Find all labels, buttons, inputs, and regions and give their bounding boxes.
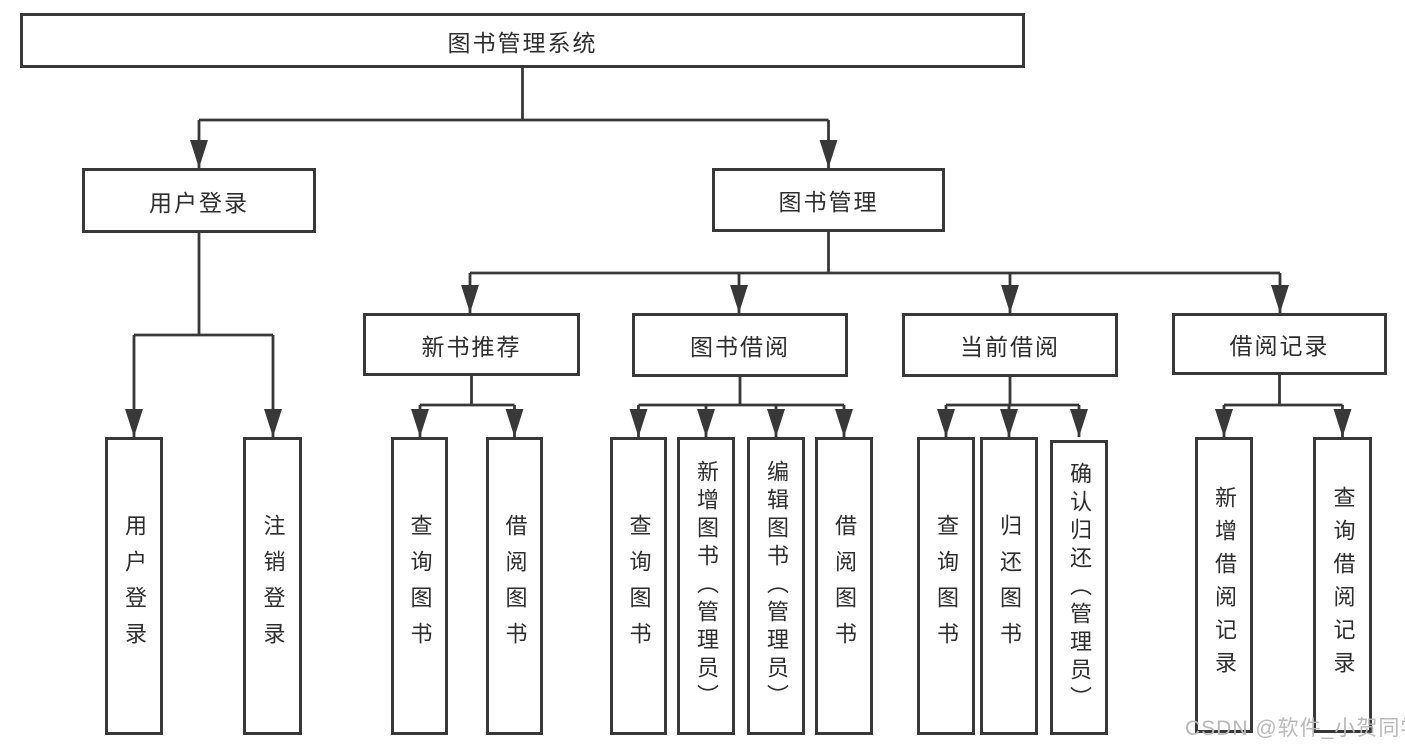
- node-borrowing-records: 借阅记录: [1172, 313, 1387, 375]
- leaf-label: 查询图书: [626, 514, 652, 658]
- leaf-edit-book-admin: 编辑图书（管理员）: [747, 437, 805, 735]
- leaf-user-login: 用户登录: [105, 437, 163, 735]
- leaf-label: 查询借阅记录: [1330, 486, 1356, 684]
- leaf-label: 编辑图书（管理员）: [764, 460, 789, 712]
- leaf-borrow-books-2: 借阅图书: [815, 437, 873, 735]
- leaf-label: 注销登录: [260, 514, 286, 658]
- node-library-management-system: 图书管理系统: [20, 13, 1025, 68]
- leaf-label: 借阅图书: [832, 514, 857, 658]
- leaf-label: 归还图书: [997, 514, 1022, 658]
- node-label: 图书管理系统: [447, 29, 598, 56]
- leaf-query-books-2: 查询图书: [610, 437, 667, 735]
- node-label: 图书借阅: [690, 334, 790, 360]
- node-label: 图书管理: [778, 189, 879, 215]
- node-label: 当前借阅: [960, 334, 1060, 360]
- leaf-query-books-1: 查询图书: [391, 437, 448, 735]
- leaf-label: 查询图书: [407, 514, 433, 658]
- leaf-add-book-admin: 新增图书（管理员）: [677, 437, 735, 735]
- leaf-label: 新增图书（管理员）: [694, 460, 719, 712]
- node-label: 新书推荐: [421, 333, 522, 360]
- leaf-query-books-3: 查询图书: [917, 437, 975, 735]
- leaf-label: 新增借阅记录: [1212, 486, 1237, 684]
- leaf-borrow-books-1: 借阅图书: [486, 437, 543, 735]
- leaf-confirm-return-admin: 确认归还（管理员）: [1050, 440, 1108, 735]
- node-current-borrowing: 当前借阅: [902, 313, 1118, 377]
- leaf-query-borrow-record: 查询借阅记录: [1313, 437, 1372, 733]
- node-book-management: 图书管理: [712, 168, 945, 232]
- leaf-return-book: 归还图书: [980, 437, 1038, 735]
- node-label: 借阅记录: [1229, 333, 1330, 359]
- node-new-book-recommend: 新书推荐: [363, 313, 580, 376]
- leaf-logout: 注销登录: [243, 437, 302, 735]
- leaf-label: 确认归还（管理员）: [1067, 461, 1092, 714]
- connector-rails: [134, 68, 1343, 407]
- leaf-label: 用户登录: [122, 514, 147, 658]
- connector-arrows: [125, 120, 1352, 437]
- node-user-login: 用户登录: [82, 168, 316, 233]
- leaf-label: 查询图书: [934, 514, 959, 658]
- leaf-add-borrow-record: 新增借阅记录: [1195, 437, 1253, 733]
- node-label: 用户登录: [149, 189, 249, 216]
- node-book-borrowing: 图书借阅: [632, 313, 848, 377]
- leaf-label: 借阅图书: [502, 514, 528, 658]
- csdn-watermark: CSDN @软件_小贺同学: [1185, 717, 1405, 740]
